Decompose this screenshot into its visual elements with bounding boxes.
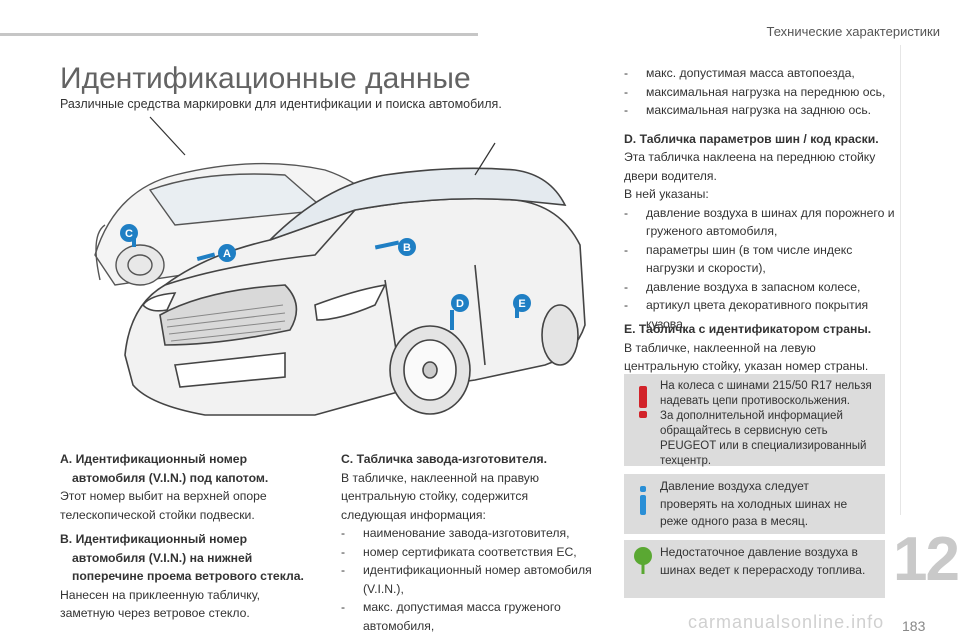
marker-c: C xyxy=(120,224,138,242)
warning-line: На колеса с шинами 215/50 R17 нельзя xyxy=(660,380,872,392)
d-body-line: В ней указаны: xyxy=(624,187,709,201)
left-column: A. Идентификационный номер автомобиля (V… xyxy=(60,450,330,623)
info-line: реже одного раза в месяц. xyxy=(660,514,809,528)
d-heading: D. Табличка параметров шин / код краски. xyxy=(624,131,879,146)
c-body-line: В табличке, наклеенной на правую xyxy=(341,470,540,485)
chapter-number: 12 xyxy=(893,525,960,594)
list-item: давление воздуха в запасном колесе, xyxy=(624,278,896,297)
list-item: параметры шин (в том числе индекс нагруз… xyxy=(624,241,896,278)
list-item: наименование завода-изготовителя, xyxy=(341,524,609,543)
margin-rule xyxy=(900,45,901,515)
b-body-line: заметную через ветровое стекло. xyxy=(60,606,250,620)
watermark: carmanualsonline.info xyxy=(688,612,885,632)
eco-line: шинах ведет к перерасходу топлива. xyxy=(660,563,866,577)
list-item: макс. допустимая масса груженого автомоб… xyxy=(341,598,609,635)
c-body-line: следующая информация: xyxy=(341,507,486,522)
marker-d: D xyxy=(451,294,469,312)
e-section: E. Табличка с идентификатором страны. В … xyxy=(624,320,896,376)
page-subtitle: Различные средства маркировки для иденти… xyxy=(60,97,502,111)
leaf-icon xyxy=(628,546,658,581)
right-column: макс. допустимая масса автопоезда, макси… xyxy=(624,64,896,333)
marker-e: E xyxy=(513,294,531,312)
b-heading-cont: поперечине проема ветрового стекла. xyxy=(72,569,304,583)
e-heading: E. Табличка с идентификатором страны. xyxy=(624,322,872,336)
marker-a: A xyxy=(218,244,236,262)
page-title: Идентификационные данные xyxy=(60,62,471,95)
car-illustration: A B C D E xyxy=(94,116,586,416)
info-line: проверять на холодных шинах не xyxy=(660,496,848,511)
list-item: давление воздуха в шинах для порожнего и… xyxy=(624,204,896,241)
list-item: номер сертификата соответствия ЕС, xyxy=(341,543,609,562)
info-icon xyxy=(628,484,658,524)
c-heading: C. Табличка завода-изготовителя. xyxy=(341,452,547,466)
list-item: идентификационный номер автомобиля (V.I.… xyxy=(341,561,609,598)
warning-icon xyxy=(628,384,658,425)
section-title: Технические характеристики xyxy=(766,24,940,39)
e-body-line: В табличке, наклеенной на левую xyxy=(624,340,816,355)
d-body-line: двери водителя. xyxy=(624,168,717,183)
list-item: максимальная нагрузка на переднюю ось, xyxy=(624,83,896,102)
warning-line: За дополнительной информацией xyxy=(660,410,843,422)
leader-lines xyxy=(149,116,496,176)
c-body-line: центральную стойку, содержится xyxy=(341,489,529,503)
svg-text:E: E xyxy=(518,298,525,310)
b-heading-cont: автомобиля (V.I.N.) на нижней xyxy=(72,550,253,565)
svg-text:D: D xyxy=(456,298,464,310)
header-rule xyxy=(0,33,478,36)
eco-note: Недостаточное давление воздуха в шинах в… xyxy=(624,540,885,598)
warning-line: обращайтесь в сервисную сеть xyxy=(660,425,828,437)
e-body-line: центральную стойку, указан номер страны. xyxy=(624,359,869,373)
d-body-line: Эта табличка наклеена на переднюю стойку xyxy=(624,150,876,164)
warning-line: PEUGEOT или в специализированный xyxy=(660,440,867,452)
eco-line: Недостаточное давление воздуха в xyxy=(660,545,858,559)
info-line: Давление воздуха следует xyxy=(660,479,809,493)
middle-column: C. Табличка завода-изготовителя. В табли… xyxy=(341,450,609,635)
warning-line: надевать цепи противоскольжения. xyxy=(660,395,851,407)
b-body-line: Нанесен на приклеенную табличку, xyxy=(60,587,261,602)
a-heading-cont: автомобиля (V.I.N.) под капотом. xyxy=(72,470,269,485)
a-body-line: Этот номер выбит на верхней опоре xyxy=(60,489,267,503)
list-item: артикул цвета декоративного покрытия куз… xyxy=(624,296,896,333)
list-item: максимальная нагрузка на заднюю ось. xyxy=(624,101,896,120)
warning-note: На колеса с шинами 215/50 R17 нельзя над… xyxy=(624,374,885,467)
a-body-line: телескопической стойки подвески. xyxy=(60,507,255,522)
marker-b: B xyxy=(398,238,416,256)
b-heading: B. Идентификационный номер xyxy=(60,532,248,546)
warning-line: техцентр. xyxy=(660,455,712,467)
info-note: Давление воздуха следует проверять на хо… xyxy=(624,474,885,534)
a-heading: A. Идентификационный номер xyxy=(60,452,248,466)
page-number: 183 xyxy=(902,618,926,634)
list-item: макс. допустимая масса автопоезда, xyxy=(624,64,896,83)
svg-text:C: C xyxy=(125,228,133,240)
svg-text:B: B xyxy=(403,242,411,254)
front-car xyxy=(124,167,586,416)
svg-text:A: A xyxy=(223,248,231,260)
